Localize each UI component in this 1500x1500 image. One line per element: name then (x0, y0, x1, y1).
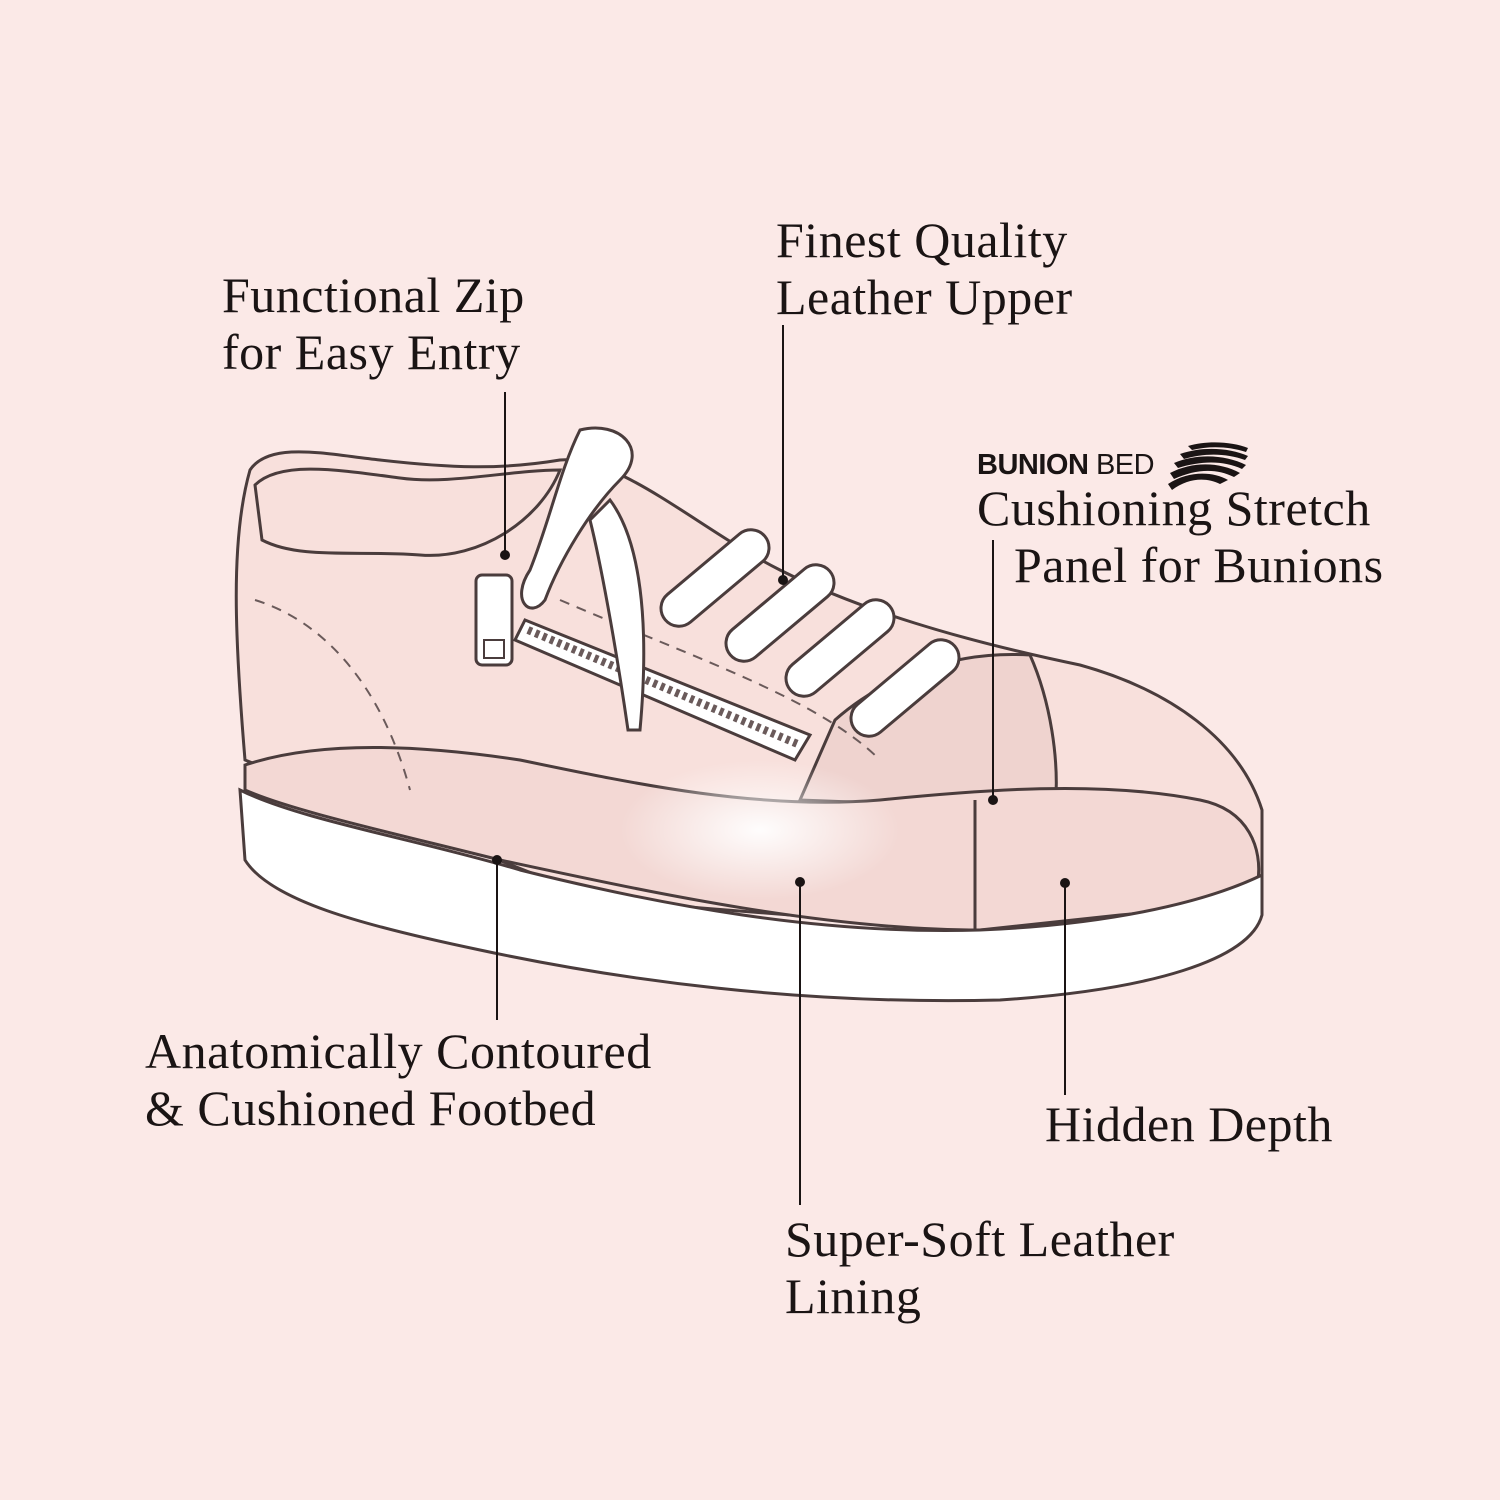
callout-line: Panel for Bunions (1014, 537, 1384, 593)
bunion-bed-logo: BUNION BED (977, 440, 1250, 490)
shoe-collar (253, 467, 563, 557)
callout-footbed: Anatomically Contoured & Cushioned Footb… (145, 1023, 652, 1137)
callout-hidden-depth: Hidden Depth (1045, 1096, 1333, 1153)
brand-name: BUNION BED (977, 448, 1155, 481)
callout-line: Leather Upper (776, 269, 1073, 325)
callout-line: Hidden Depth (1045, 1096, 1333, 1152)
callout-stretch-panel: Cushioning Stretch Panel for Bunions (977, 480, 1384, 594)
callout-line: Functional Zip (222, 267, 525, 323)
callout-zip: Functional Zip for Easy Entry (222, 267, 525, 381)
callout-lining: Super-Soft Leather Lining (785, 1211, 1175, 1325)
callout-line: Super-Soft Leather (785, 1211, 1175, 1267)
callout-line: Lining (785, 1268, 922, 1324)
zipper (474, 573, 813, 762)
callout-line: Finest Quality (776, 212, 1068, 268)
laces (520, 426, 961, 738)
callout-leaders (492, 325, 1070, 1205)
callout-line: Anatomically Contoured (145, 1023, 652, 1079)
callout-line: & Cushioned Footbed (145, 1080, 597, 1136)
callout-line: Cushioning Stretch (977, 480, 1371, 536)
callout-line: for Easy Entry (222, 324, 521, 380)
callout-leather-upper: Finest Quality Leather Upper (776, 212, 1073, 326)
shoe-sole (238, 787, 1264, 1003)
wave-stripes-icon (1168, 442, 1249, 490)
